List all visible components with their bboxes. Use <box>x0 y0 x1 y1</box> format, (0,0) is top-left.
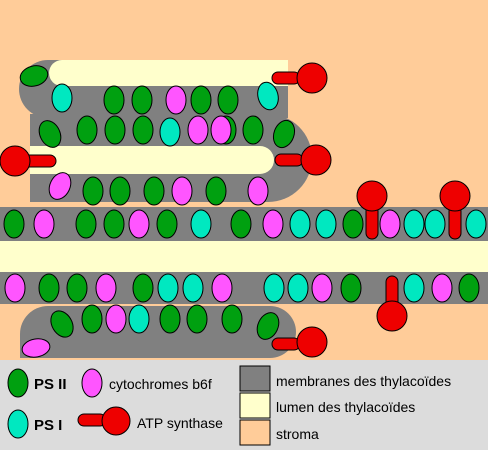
lumen-band <box>0 241 488 272</box>
cytochrome-b6f-icon <box>128 209 150 239</box>
ps2-protein-icon <box>143 176 165 206</box>
membrane-proteins <box>0 62 487 358</box>
ps1-protein-icon <box>157 273 179 303</box>
ps2-protein-icon <box>19 65 49 87</box>
ps1-protein-icon <box>315 209 337 239</box>
cytochrome-b6f-icon <box>105 304 127 334</box>
cytochrome-b6f-icon <box>48 172 72 200</box>
granum-disc-middle <box>30 114 312 202</box>
ps2-protein-icon <box>132 115 154 145</box>
cytochrome-b6f-icon <box>81 368 103 398</box>
ps2-protein-icon <box>103 209 125 239</box>
atp-synthase-icon <box>356 180 388 240</box>
membrane-swatch <box>239 365 271 392</box>
ps2-protein-icon <box>131 85 153 115</box>
atp-synthase-icon <box>271 62 328 94</box>
ps2-protein-icon <box>190 85 212 115</box>
ps2-protein-icon <box>156 209 178 239</box>
cytochrome-b6f-icon <box>210 115 232 145</box>
cytochrome-b6f-icon <box>311 273 333 303</box>
ps2-protein-icon <box>50 310 74 338</box>
stroma-swatch <box>239 419 271 446</box>
ps1-protein-icon <box>403 273 425 303</box>
ps2-protein-icon <box>132 273 154 303</box>
cytochrome-b6f-icon <box>21 338 51 358</box>
cytochrome-b6f-icon <box>165 85 187 115</box>
atp-synthase-icon <box>271 326 328 358</box>
ps2-protein-icon <box>38 120 62 148</box>
ps2-protein-icon <box>75 209 97 239</box>
ps2-protein-icon <box>103 85 125 115</box>
cytochrome-b6f-icon <box>171 176 193 206</box>
cytochrome-b6f-icon <box>4 273 26 303</box>
atp-synthase-icon <box>376 275 408 332</box>
ps1-protein-icon <box>51 83 73 113</box>
legend-ps2-label: PS II <box>34 376 67 393</box>
ps2-protein-icon <box>242 115 264 145</box>
ps2-protein-icon <box>340 273 362 303</box>
ps2-protein-icon <box>342 209 364 239</box>
ps2-protein-icon <box>205 176 227 206</box>
ps2-protein-icon <box>38 273 60 303</box>
legend-ps1-label: PS I <box>34 417 62 434</box>
ps2-protein-icon <box>81 304 103 334</box>
ps2-protein-icon <box>458 273 480 303</box>
cytochrome-b6f-icon <box>247 176 269 206</box>
cytochrome-b6f-icon <box>379 209 401 239</box>
ps1-protein-icon <box>289 209 311 239</box>
ps1-protein-icon <box>7 409 29 439</box>
ps1-protein-icon <box>257 81 279 111</box>
atp-synthase-icon <box>439 180 471 240</box>
cytochrome-b6f-icon <box>33 209 55 239</box>
legend-stroma-label: stroma <box>276 426 319 442</box>
ps1-protein-icon <box>287 273 309 303</box>
ps1-protein-icon <box>424 209 446 239</box>
ps1-protein-icon <box>159 117 181 147</box>
lumen-swatch <box>239 392 271 419</box>
ps1-protein-icon <box>403 209 425 239</box>
legend: PS II PS I cytochromes b6f ATP synthase … <box>0 360 488 450</box>
ps1-protein-icon <box>128 304 150 334</box>
ps2-protein-icon <box>256 312 280 340</box>
cytochrome-b6f-icon <box>431 273 453 303</box>
ps2-protein-icon <box>66 273 88 303</box>
legend-lumen-label: lumen des thylacoïdes <box>276 399 415 415</box>
atp-synthase-icon <box>77 406 131 436</box>
diagram-area <box>0 0 488 360</box>
ps2-protein-icon <box>3 209 25 239</box>
disc-lumen <box>49 60 288 86</box>
cytochrome-b6f-icon <box>262 209 284 239</box>
ps2-protein-icon <box>272 119 296 149</box>
ps2-protein-icon <box>221 304 243 334</box>
ps1-protein-icon <box>263 273 285 303</box>
ps1-protein-icon <box>182 273 204 303</box>
ps2-protein-icon <box>76 115 98 145</box>
legend-membrane-label: membranes des thylacoïdes <box>276 373 451 389</box>
ps1-protein-icon <box>190 209 212 239</box>
ps2-protein-icon <box>82 176 104 206</box>
atp-synthase-icon <box>274 144 332 176</box>
ps1-protein-icon <box>465 209 487 239</box>
ps2-protein-icon <box>217 85 239 115</box>
cytochrome-b6f-icon <box>211 273 233 303</box>
ps2-protein-icon <box>104 115 126 145</box>
ps2-protein-icon <box>230 209 252 239</box>
atp-synthase-icon <box>0 145 57 177</box>
ps2-protein-icon <box>186 304 208 334</box>
ps2-protein-icon <box>159 304 181 334</box>
disc-lumen <box>30 146 274 174</box>
legend-atp-label: ATP synthase <box>137 415 223 431</box>
legend-cytochrome-label: cytochromes b6f <box>109 376 212 392</box>
cytochrome-b6f-icon <box>187 115 209 145</box>
cytochrome-b6f-icon <box>95 273 117 303</box>
ps2-protein-icon <box>109 176 131 206</box>
ps2-protein-icon <box>7 368 29 398</box>
